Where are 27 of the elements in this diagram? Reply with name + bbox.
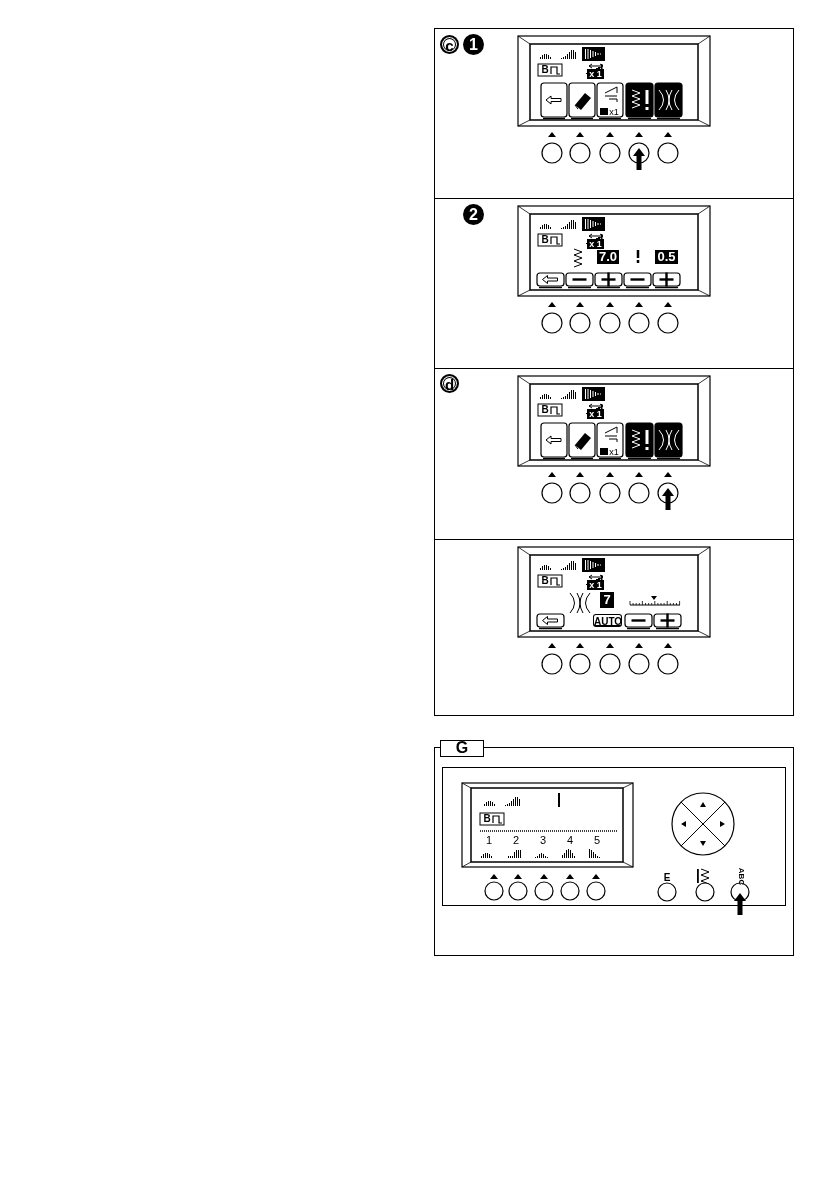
value-display: 0.5 [655, 250, 678, 264]
width-indicator: x 1 [587, 409, 604, 419]
value-display: 7.0 [597, 250, 619, 264]
stitch-number: 4 [565, 835, 575, 846]
foot-code-label: B [540, 235, 550, 245]
auto-softkey: AUTO [593, 614, 622, 627]
width-indicator: x 1 [587, 580, 604, 590]
width-indicator: x 1 [587, 69, 604, 79]
value-display: 7 [600, 592, 614, 608]
section-tag: G [440, 740, 484, 757]
button-label: E [662, 872, 672, 883]
step-marker: d [440, 374, 459, 393]
stitch-number: 1 [484, 835, 494, 846]
step-marker: 2 [463, 204, 484, 225]
stitch-number: 2 [511, 835, 521, 846]
softkey-label: x1 [608, 108, 620, 117]
button-label: ABC [736, 866, 746, 888]
foot-code-label: B [540, 65, 550, 75]
step-marker: 1 [463, 34, 484, 55]
foot-code-label: B [482, 814, 492, 824]
step-marker: c [440, 35, 459, 54]
foot-code-label: B [540, 576, 550, 586]
stitch-number: 5 [592, 835, 602, 846]
softkey-label: x1 [608, 448, 620, 457]
width-indicator: x 1 [587, 239, 604, 249]
stitch-number: 3 [538, 835, 548, 846]
foot-code-label: B [540, 405, 550, 415]
